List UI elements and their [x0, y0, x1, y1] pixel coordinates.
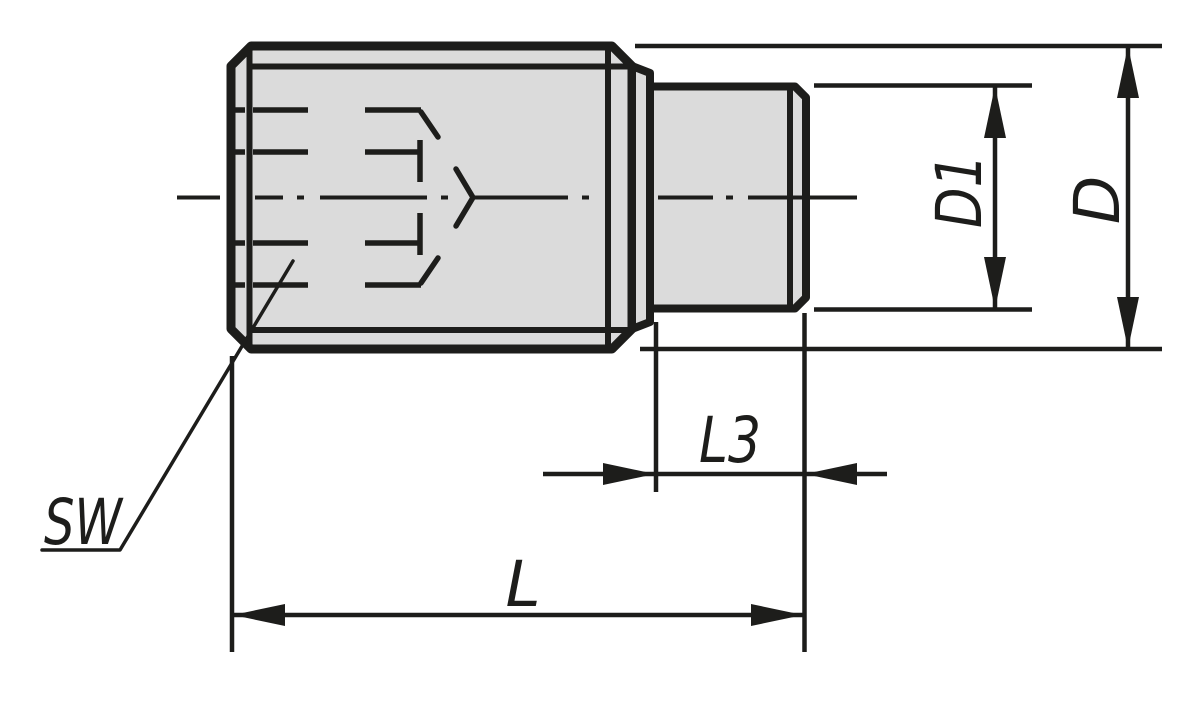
dim-label-l3: L3	[699, 404, 761, 477]
arrowhead-down-icon	[984, 257, 1006, 309]
screw-body-outline	[226, 41, 637, 354]
arrowhead-left-icon	[233, 604, 285, 626]
extension-lines-d	[635, 43, 1162, 352]
dim-label-l: L	[505, 548, 540, 621]
arrowhead-up-icon	[984, 86, 1006, 138]
arrowhead-right-icon	[603, 463, 655, 485]
dimension-d1: D1	[814, 83, 1032, 312]
body-thread-lines	[246, 46, 632, 349]
dimension-l: L	[229, 356, 803, 652]
part-view	[177, 41, 857, 354]
dim-label-d1: D1	[923, 154, 996, 228]
arrowhead-down-icon	[1117, 297, 1139, 349]
dimension-d: D	[635, 43, 1162, 352]
arrowhead-left-icon	[805, 463, 857, 485]
neck-outline	[628, 62, 654, 333]
callout-sw: SW	[40, 259, 295, 559]
dimension-l3: L3	[543, 313, 887, 652]
extension-lines-l3	[653, 313, 807, 652]
arrowhead-up-icon	[1117, 46, 1139, 98]
callout-label-sw: SW	[44, 486, 124, 559]
leader-line-sw	[40, 259, 295, 552]
socket-chamfer-lines	[418, 109, 441, 286]
arrowhead-right-icon	[751, 604, 803, 626]
extension-lines-d1	[814, 83, 1032, 312]
dim-label-d: D	[1061, 176, 1134, 225]
